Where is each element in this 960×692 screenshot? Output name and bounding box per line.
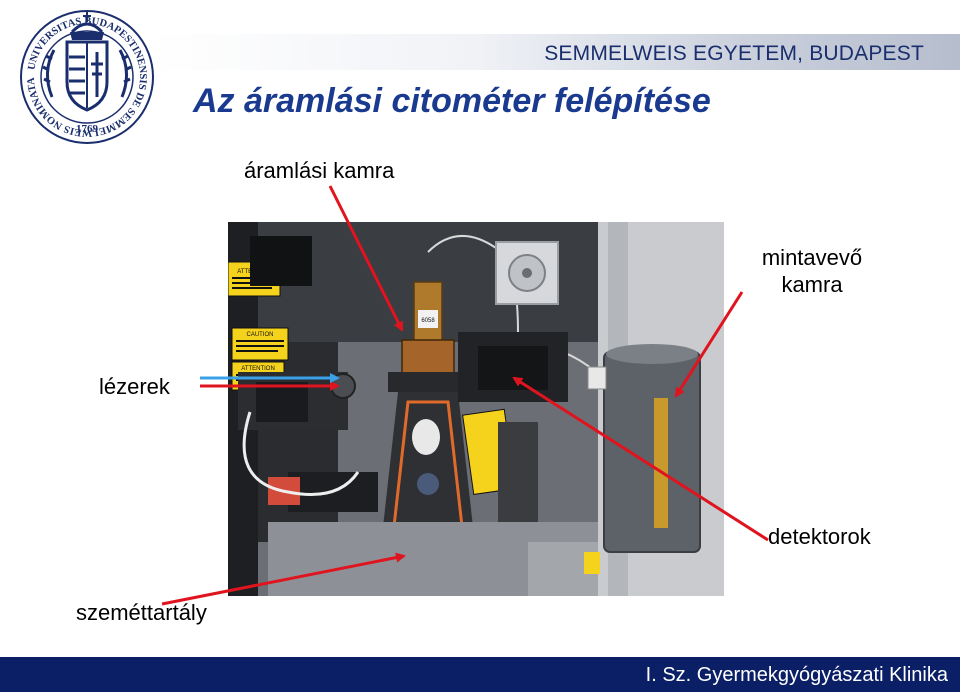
- svg-text:6058: 6058: [421, 318, 435, 324]
- footer-clinic: I. Sz. Gyermekgyógyászati Klinika: [645, 664, 948, 686]
- university-name: SEMMELWEIS EGYETEM, BUDAPEST: [544, 42, 924, 65]
- label-flow-chamber: áramlási kamra: [244, 158, 395, 183]
- warning-label: CAUTION: [231, 327, 289, 361]
- svg-text:ATTENTION: ATTENTION: [241, 366, 275, 372]
- svg-text:CAUTION: CAUTION: [247, 332, 274, 338]
- slide-title: Az áramlási citométer felépítése: [193, 82, 711, 120]
- flow-cytometer-photo: ATTENTION CAUTION ATTENTION 6058: [228, 222, 724, 596]
- university-seal: UNIVERSITAS BUDAPESTINENSIS DE SEMMELWEI…: [20, 10, 154, 144]
- label-detectors: detektorok: [768, 524, 871, 549]
- footer-bar: [0, 657, 960, 692]
- label-sample-chamber: mintavevő kamra: [752, 244, 872, 298]
- label-sample-chamber-line1: mintavevő: [761, 245, 863, 270]
- label-waste: szeméttartály: [76, 600, 207, 625]
- label-sample-chamber-line2: kamra: [781, 272, 843, 297]
- label-lasers: lézerek: [99, 374, 170, 399]
- header-band: [150, 34, 960, 70]
- svg-text:1769: 1769: [76, 123, 99, 135]
